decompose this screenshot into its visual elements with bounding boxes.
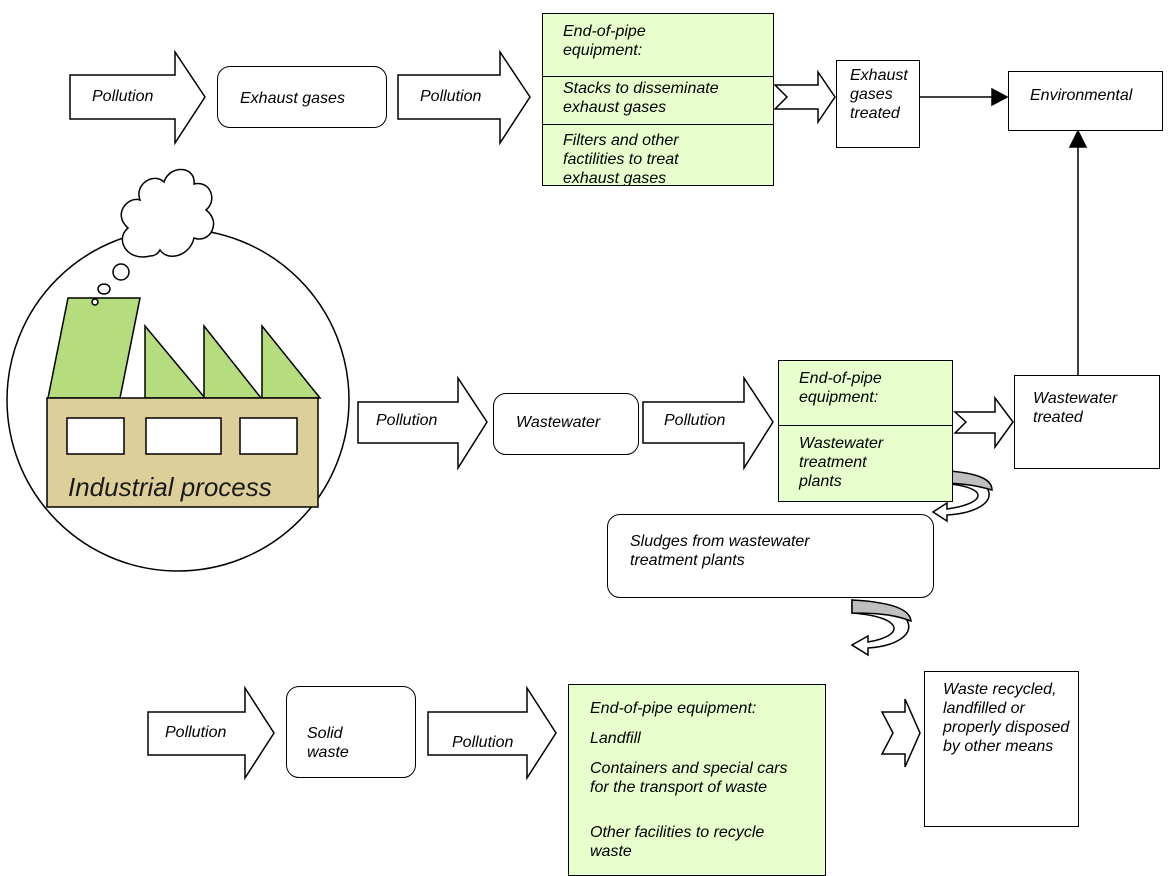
solid-waste-l2: waste xyxy=(307,744,349,761)
solid-waste-box xyxy=(286,686,416,778)
water-equipment-title-l1: End-of-pipe xyxy=(799,370,882,387)
arrow-to-exhaust-treated xyxy=(773,69,836,125)
water-equipment-title-l2: equipment: xyxy=(799,389,879,406)
wastewater-treated-l1: Wastewater xyxy=(1033,390,1118,407)
solid-equipment-title: End-of-pipe equipment: xyxy=(590,700,757,717)
exhaust-treated-l2: gases xyxy=(850,86,893,103)
wastewater-label: Wastewater xyxy=(516,414,601,431)
arrow-to-wastewater-treated xyxy=(953,395,1014,450)
pollution-label-gas-1: Pollution xyxy=(92,88,154,105)
exhaust-gases-box xyxy=(217,66,387,128)
pollution-arrow-gas-2 xyxy=(397,49,531,146)
industrial-process-label: Industrial process xyxy=(68,472,272,502)
wastewater-treated-l2: treated xyxy=(1033,409,1083,426)
sludges-box xyxy=(607,514,934,598)
arrowhead-to-environmental xyxy=(991,87,1009,107)
environmental-label: Environmental xyxy=(1030,87,1133,104)
water-end-of-pipe-box: End-of-pipe equipment: Wastewater treatm… xyxy=(778,360,953,502)
solid-waste-l1: Solid xyxy=(307,725,343,742)
pollution-label-water-2: Pollution xyxy=(664,412,726,429)
solid-equipment-item3-l1: Other facilities to recycle xyxy=(590,824,765,841)
solid-equipment-item2-l1: Containers and special cars xyxy=(590,760,788,777)
wastewater-box xyxy=(493,393,639,455)
pollution-arrow-solid-1 xyxy=(147,685,275,781)
sludges-l1: Sludges from wastewater xyxy=(630,533,810,550)
gas-equipment-title-l1: End-of-pipe xyxy=(563,23,646,40)
gas-equipment-title-l2: equipment: xyxy=(563,42,643,59)
solid-equipment-item2-l2: for the transport of waste xyxy=(590,779,767,796)
waste-recycled-l1: Waste recycled, xyxy=(943,681,1057,698)
solid-waste-text: Solid waste xyxy=(307,724,349,762)
waste-recycled-l2: landfilled or xyxy=(943,700,1025,717)
gas-equipment-item1-l2: exhaust gases xyxy=(563,99,667,116)
water-equipment-item1-l1: Wastewater xyxy=(799,435,884,452)
solid-end-of-pipe-box: End-of-pipe equipment: Landfill Containe… xyxy=(568,684,826,876)
solid-equipment-item3-l2: waste xyxy=(590,843,632,860)
exhaust-treated-l3: treated xyxy=(850,105,900,122)
waste-recycled-l4: by other means xyxy=(943,738,1054,755)
pollution-arrow-solid-2 xyxy=(427,685,557,781)
water-equipment-item1-l3: plants xyxy=(799,473,842,490)
exhaust-gases-label: Exhaust gases xyxy=(240,90,345,107)
pollution-arrow-water-1 xyxy=(357,375,488,471)
pollution-label-water-1: Pollution xyxy=(376,412,438,429)
exhaust-treated-l1: Exhaust xyxy=(850,67,908,84)
pollution-label-solid-2: Pollution xyxy=(452,734,514,751)
arrowhead-up-to-environmental xyxy=(1068,129,1088,148)
wastewater-treated-text: Wastewater treated xyxy=(1033,389,1117,427)
sludges-text: Sludges from wastewater treatment plants xyxy=(630,532,810,570)
gas-equipment-item2-l2: factilities to treat xyxy=(563,151,679,168)
waste-recycled-l3: properly disposed xyxy=(943,719,1070,736)
gas-equipment-item2-l1: Filters and other xyxy=(563,132,679,149)
exhaust-treated-box xyxy=(836,60,920,148)
cloud-icon xyxy=(91,168,215,306)
exhaust-treated-text: Exhaust gases treated xyxy=(850,66,908,123)
gas-equipment-item1-l1: Stacks to disseminate xyxy=(563,80,719,97)
pollution-label-solid-1: Pollution xyxy=(165,724,227,741)
water-equipment-item1-l2: treatment xyxy=(799,454,867,471)
environmental-box xyxy=(1008,71,1163,131)
pollution-arrow-water-2 xyxy=(642,375,774,471)
gas-end-of-pipe-box: End-of-pipe equipment: Stacks to dissemi… xyxy=(542,13,774,186)
arrow-to-waste-recycled xyxy=(880,698,921,768)
solid-equipment-item1: Landfill xyxy=(590,730,641,747)
pollution-label-gas-2: Pollution xyxy=(420,88,482,105)
factory-icon xyxy=(6,228,350,572)
pollution-arrow-gas-1 xyxy=(69,49,206,146)
waste-recycled-box xyxy=(924,671,1079,827)
wastewater-treated-box xyxy=(1014,375,1160,469)
gas-equipment-item2-l3: exhaust gases xyxy=(563,170,667,186)
waste-recycled-text: Waste recycled, landfilled or properly d… xyxy=(943,680,1069,756)
sludges-l2: treatment plants xyxy=(630,552,745,569)
